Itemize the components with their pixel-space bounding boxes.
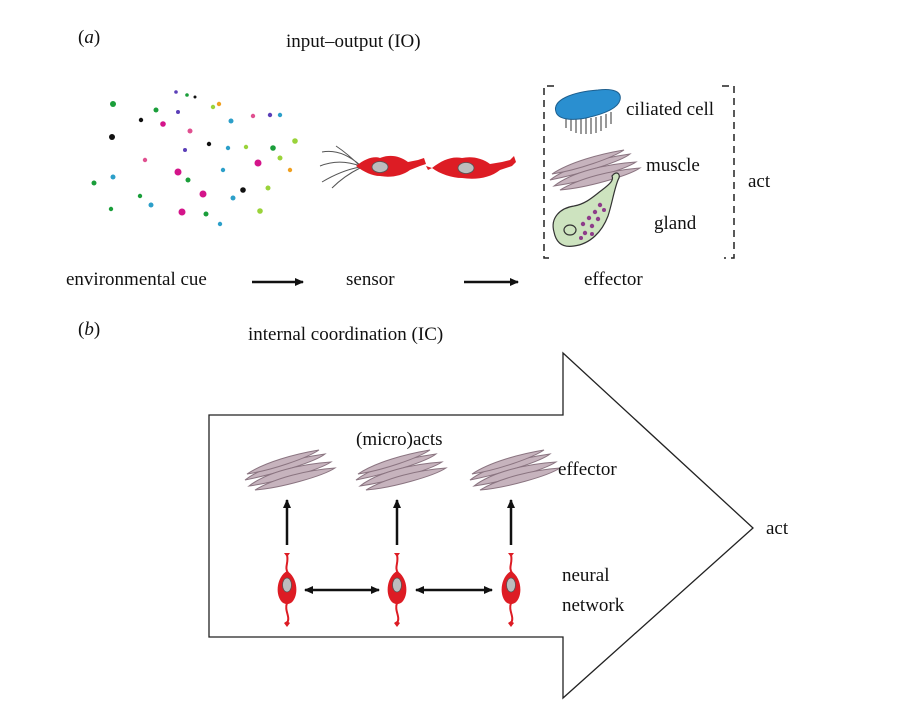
panel-a-label-letter: a [84,27,94,48]
panel-a-label-close: ) [93,27,101,48]
stage-sensor-label: sensor [346,269,395,290]
big-arrow-outline [208,351,754,700]
panel-b-label-open: ( [78,319,85,340]
microacts-label: (micro)acts [356,429,443,450]
neural-network-line1: neural [562,565,610,586]
neural-network-line2: network [562,595,625,616]
effector-box [543,85,735,259]
panel-b-title: internal coordination (IC) [248,324,444,345]
panel-b-label: (b) [78,320,100,339]
effector-label-b: effector [558,459,617,480]
panel-a-label: (a) [78,28,100,47]
panel-a-title: input–output (IO) [286,31,421,52]
environmental-cue-dots [91,90,298,227]
ciliated-cell-label: ciliated cell [626,99,715,120]
gland-icon [552,172,620,247]
ciliated-cell-icon [555,89,621,134]
panel-b-label-close: ) [93,319,101,340]
sensor-neurons [319,145,516,189]
act-label-b: act [766,518,789,539]
muscle-label: muscle [646,155,700,176]
stage-cue-label: environmental cue [66,269,207,290]
act-label-a: act [748,171,771,192]
stage-effector-label: effector [584,269,643,290]
panel-b-label-letter: b [84,319,94,340]
muscle-icon [549,149,641,191]
gland-label: gland [654,213,697,234]
panel-a-label-open: ( [78,27,85,48]
